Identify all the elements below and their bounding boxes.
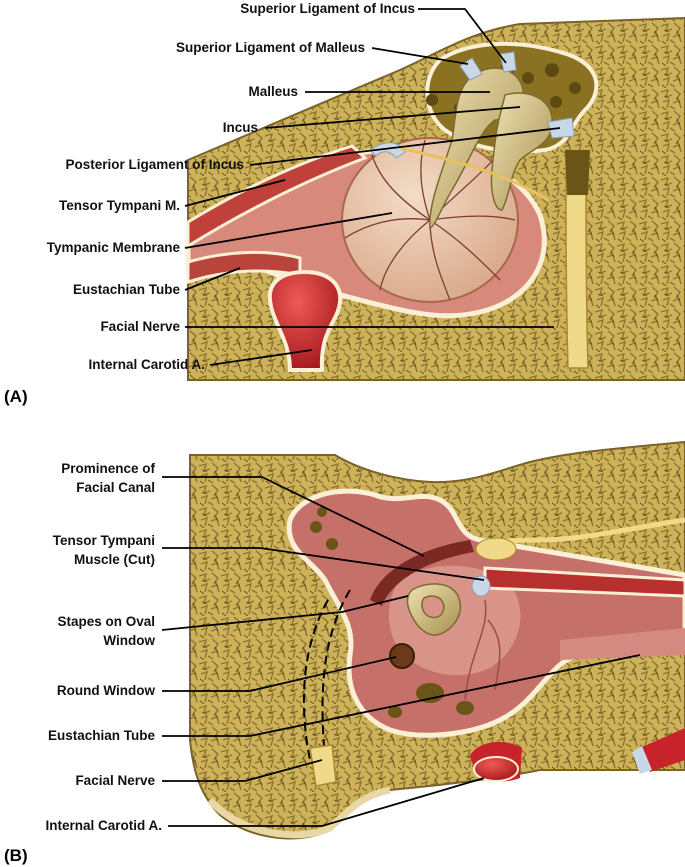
- tensor-tympani-cut-end: [471, 575, 491, 597]
- superior-ligament-incus: [499, 51, 517, 73]
- label-tensor-line1: Tensor Tympani: [53, 533, 155, 548]
- artery-right-ligament: [632, 746, 652, 774]
- leader-lines-a: [184, 8, 561, 366]
- label-facial-nerve-a: Facial Nerve: [100, 319, 180, 334]
- eustachian-tube-b: [560, 628, 685, 660]
- posterior-ligament-incus: [547, 117, 575, 139]
- label-incus: Incus: [223, 120, 258, 135]
- label-eustachian-tube-b: Eustachian Tube: [48, 728, 156, 743]
- incus-a: [490, 92, 553, 211]
- stapes-b: [406, 583, 461, 636]
- anterior-ligament: [369, 142, 406, 159]
- leader-lines-b: [161, 476, 641, 827]
- facial-nerve-course-b: [321, 589, 351, 761]
- label-posterior-ligament-incus: Posterior Ligament of Incus: [65, 157, 244, 172]
- label-prominence-line1: Prominence of: [61, 461, 155, 476]
- round-window-b: [389, 643, 415, 669]
- facial-canal-prominence-b: [370, 540, 474, 606]
- label-malleus: Malleus: [248, 84, 298, 99]
- label-internal-carotid-a: Internal Carotid A.: [88, 357, 205, 372]
- panel-tag-b: (B): [4, 846, 28, 865]
- label-superior-ligament-incus: Superior Ligament of Incus: [240, 1, 415, 16]
- chorda-tympani: [399, 146, 549, 202]
- facial-nerve-course-b2: [302, 599, 329, 761]
- label-facial-nerve-b: Facial Nerve: [75, 773, 155, 788]
- label-stapes-line1: Stapes on Oval: [57, 614, 155, 629]
- label-tensor-tympani: Tensor Tympani M.: [59, 198, 180, 213]
- label-tensor-line2: Muscle (Cut): [74, 552, 155, 567]
- facial-nerve-b: [309, 744, 337, 787]
- label-tympanic-membrane: Tympanic Membrane: [47, 240, 181, 255]
- internal-carotid-a: [267, 269, 343, 372]
- label-superior-ligament-malleus: Superior Ligament of Malleus: [176, 40, 365, 55]
- panel-b: Prominence of Facial Canal Tensor Tympan…: [4, 440, 685, 865]
- label-eustachian-tube-a: Eustachian Tube: [73, 282, 181, 297]
- panel-a: Superior Ligament of Incus Superior Liga…: [4, 1, 685, 406]
- label-stapes-line2: Window: [103, 633, 155, 648]
- artery-right-b: [640, 728, 685, 772]
- panel-tag-a: (A): [4, 387, 28, 406]
- internal-carotid-b: [470, 741, 522, 782]
- label-prominence-line2: Facial Canal: [76, 480, 155, 495]
- geniculate-ganglion: [475, 537, 517, 561]
- label-round-window: Round Window: [57, 683, 156, 698]
- tympanic-plexus: [464, 599, 501, 701]
- facial-canal-a: [565, 150, 590, 195]
- bone-lower-rim: [207, 786, 391, 839]
- label-internal-carotid-b: Internal Carotid A.: [45, 818, 162, 833]
